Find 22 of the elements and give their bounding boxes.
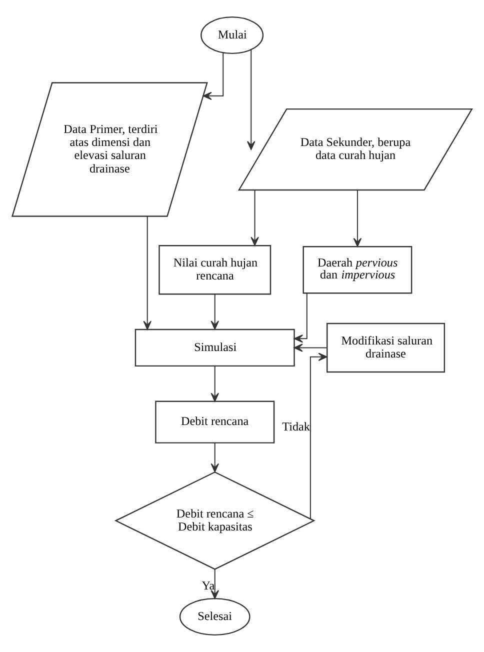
arrow (294, 344, 327, 352)
node-box: Simulasi (134, 328, 295, 367)
node-box: Nilai curah hujan rencana (158, 245, 272, 295)
arrow (294, 293, 308, 343)
arrow (210, 366, 219, 402)
arrow (202, 52, 224, 100)
edge-label: Ya (202, 578, 215, 593)
arrow (210, 443, 219, 472)
arrow (250, 190, 259, 246)
node-diamond: Debit rencana ≤ Debit kapasitas (114, 471, 316, 570)
node-box: Debit rencana (155, 400, 275, 444)
edge-label: Tidak (282, 419, 310, 434)
arrow (353, 190, 362, 247)
arrow (210, 294, 219, 330)
node-ellipse: Mulai (200, 16, 264, 54)
arrow (310, 352, 328, 519)
node-ellipse: Selesai (179, 598, 250, 636)
arrow (246, 50, 256, 150)
arrow (210, 569, 219, 599)
node-box: Daerah pervious dan impervious (302, 246, 412, 294)
node-box: Modifikasi saluran drainase (326, 322, 446, 373)
arrow (143, 216, 152, 330)
